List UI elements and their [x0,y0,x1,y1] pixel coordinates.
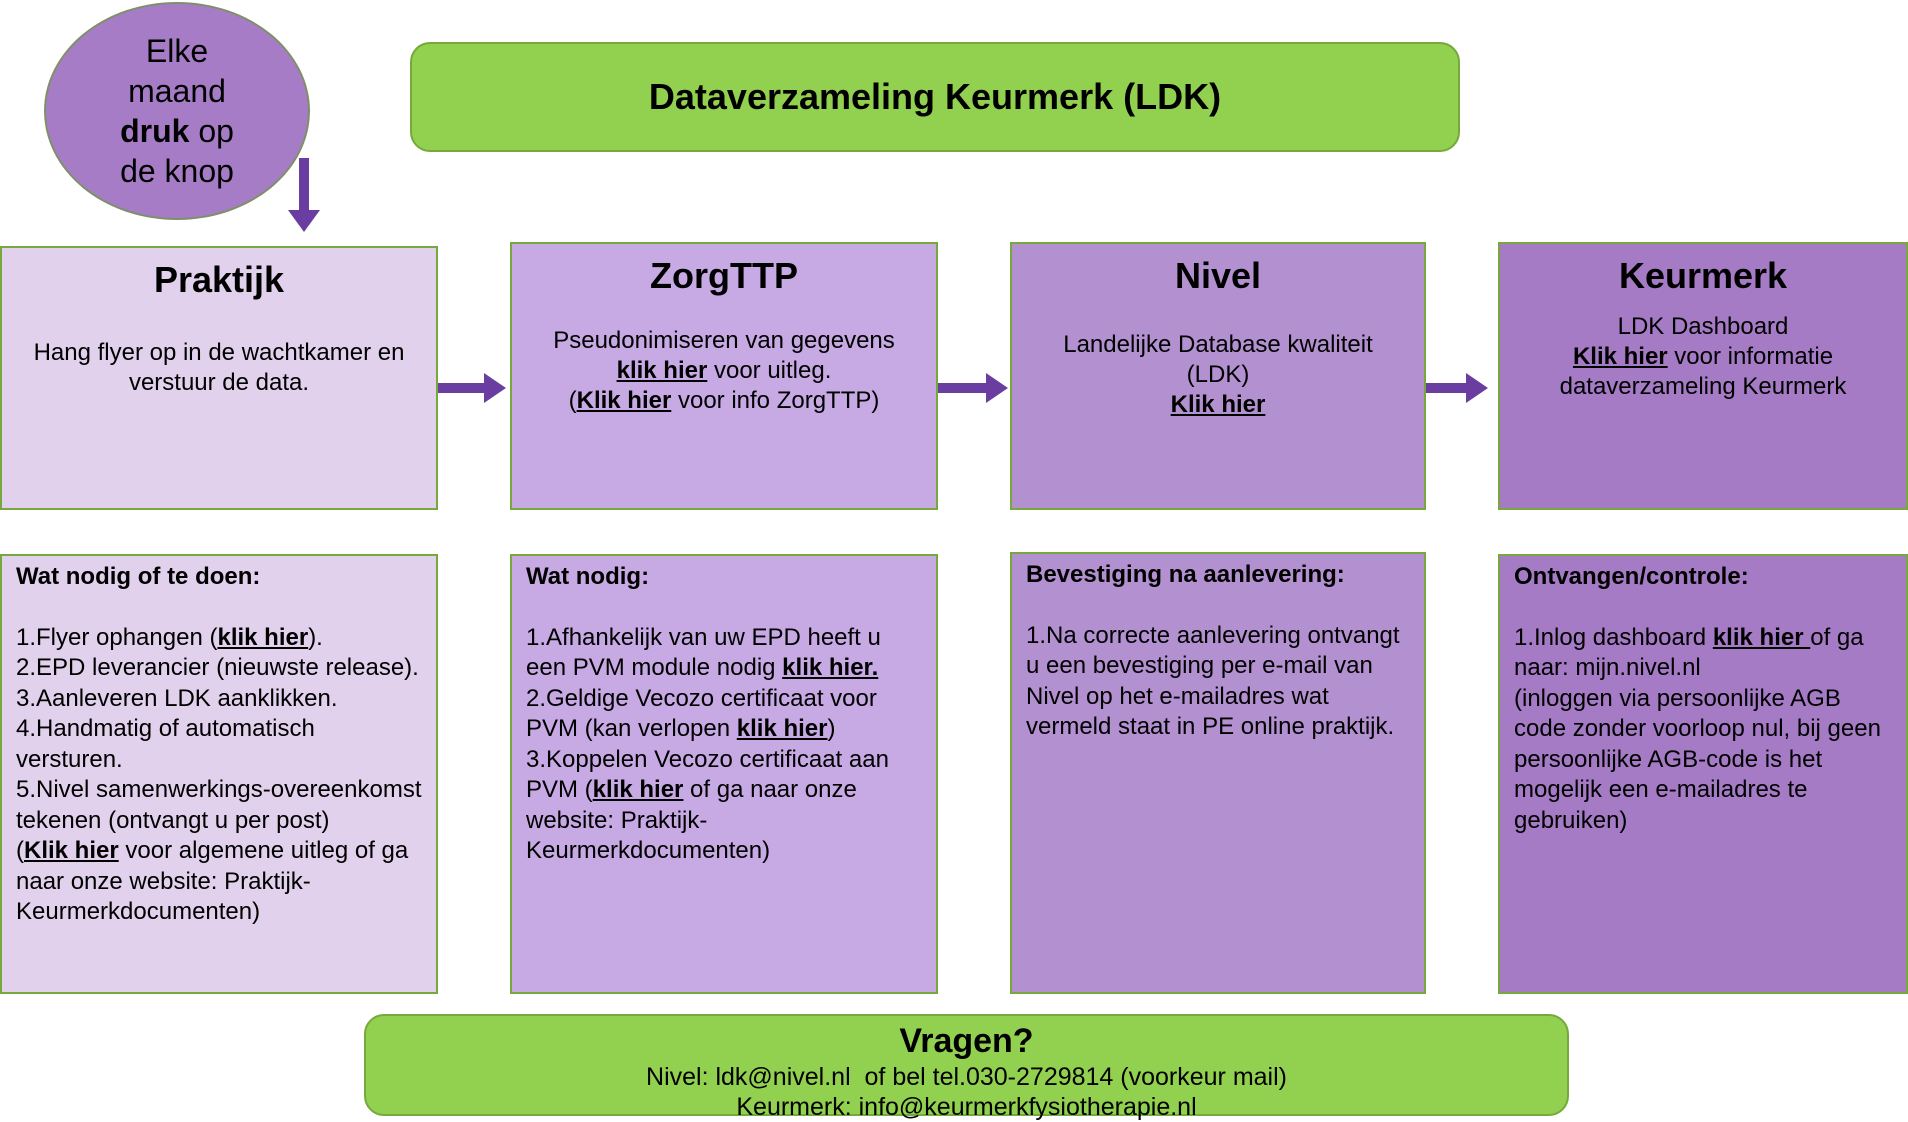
keurmerk-box: Keurmerk LDK Dashboard Klik hier voor in… [1498,242,1908,510]
praktijk-step-1-end: ). [308,623,323,651]
nivel-line-1: Landelijke Database kwaliteit [1063,331,1373,358]
nivel-contact: Nivel: ldk@nivel.nl of bel tel.030-27298… [646,1063,1287,1091]
keurmerk-step-2: (inloggen via persoonlijke AGB code zond… [1514,684,1881,834]
keurmerk-link[interactable]: Klik hier [1572,343,1668,370]
page-title: Dataverzameling Keurmerk (LDK) [648,76,1222,117]
nivel-box: Nivel Landelijke Database kwaliteit (LDK… [1010,242,1426,510]
circle-line-2: maand [128,73,226,109]
praktijk-step-5: 5.Nivel samenwerkings-overeenkomst teken… [16,776,422,834]
zorgttp-heading: ZorgTTP [650,255,798,296]
zorgttp-detail-box: Wat nodig: 1.Afhankelijk van uw EPD heef… [510,554,938,994]
pvm-module-link[interactable]: klik hier. [782,654,879,681]
circle-line-3-rest: op [189,113,234,149]
praktijk-step-3: 3.Aanleveren LDK aanklikken. [16,684,338,712]
nivel-heading: Nivel [1174,255,1262,296]
zorgttp-line-2: klik hier voor uitleg. [524,356,924,386]
questions-heading: Vragen? [899,1022,1034,1060]
keurmerk-step-1: 1.Inlog dashboard klik hier of ga naar: … [1514,623,1892,684]
nivel-link[interactable]: Klik hier [1170,391,1266,418]
monthly-reminder-circle: Elke maand druk op de knop [44,2,310,220]
circle-line-3: druk op [120,111,234,151]
zorgttp-box: ZorgTTP Pseudonimiseren van gegevens kli… [510,242,938,510]
algemene-uitleg-link[interactable]: Klik hier [24,837,119,864]
praktijk-step-6-text: voor algemene uitleg of ga naar onze web… [16,837,409,925]
questions-banner: Vragen? Nivel: ldk@nivel.nl of bel tel.0… [364,1014,1569,1121]
zorgttp-line-1: Pseudonimiseren van gegevens [553,327,895,354]
zorgttp-step-2-text: 2.Geldige Vecozo certificaat voor PVM (k… [526,684,877,743]
praktijk-step-4: 4.Handmatig of automatisch versturen. [16,715,315,773]
praktijk-step-1: 1.Flyer ophangen (klik hier). [16,623,422,654]
praktijk-step-2: 2.EPD leverancier (nieuwste release). [16,654,419,681]
keurmerk-step-1-text: 1.Inlog dashboard [1514,623,1713,651]
praktijk-body: Hang flyer op in de wachtkamer en verstu… [33,339,405,396]
zorgttp-step-3-text: 3.Koppelen Vecozo certificaat aan PVM ( [526,745,889,804]
arrow-right-icon-3 [1426,373,1488,403]
praktijk-heading: Praktijk [153,259,285,300]
flyer-link[interactable]: klik hier [217,623,309,651]
zorgttp-uitleg-text: voor uitleg. [707,357,832,384]
page-title-banner: Dataverzameling Keurmerk (LDK) [410,42,1460,152]
zorgttp-step-1: 1.Afhankelijk van uw EPD heeft u een PVM… [526,623,922,684]
zorgttp-detail-heading: Wat nodig: [526,563,650,590]
praktijk-detail-heading: Wat nodig of te doen: [16,563,261,590]
nivel-line-2: (LDK) [1186,361,1250,388]
praktijk-box: Praktijk Hang flyer op in de wachtkamer … [0,246,438,510]
circle-bold-word: druk [120,113,190,149]
zorgttp-step-1-text: 1.Afhankelijk van uw EPD heeft u een PVM… [526,623,881,682]
zorgttp-line-3: (Klik hier voor info ZorgTTP) [524,386,924,416]
zorgttp-step-2-end: ) [827,715,836,742]
nivel-line-3: Klik hier [1024,390,1412,420]
praktijk-step-1-text: 1.Flyer ophangen ( [16,623,218,651]
vecozo-certificaat-link[interactable]: klik hier [736,715,828,742]
praktijk-detail-box: Wat nodig of te doen: 1.Flyer ophangen (… [0,554,438,994]
vecozo-koppelen-link[interactable]: klik hier [592,776,684,803]
nivel-detail-box: Bevestiging na aanlevering: 1.Na correct… [1010,552,1426,994]
zorgttp-step-3-end: of ga naar onze website: Praktijk-Keurme… [526,776,857,864]
zorgttp-info-link[interactable]: Klik hier [576,387,672,414]
keurmerk-detail-heading: Ontvangen/controle: [1514,563,1749,590]
keurmerk-heading: Keurmerk [1618,255,1788,296]
arrow-right-icon-2 [938,373,1008,403]
zorgttp-open-paren: ( [568,387,577,414]
praktijk-step-6-paren: ( [16,837,24,864]
keurmerk-detail-box: Ontvangen/controle: 1.Inlog dashboard kl… [1498,554,1908,994]
zorgttp-step-2: 2.Geldige Vecozo certificaat voor PVM (k… [526,684,922,745]
zorgttp-step-3: 3.Koppelen Vecozo certificaat aan PVM (k… [526,745,922,867]
keurmerk-link-text: voor informatie dataverzameling Keurmerk [1559,343,1847,400]
zorgttp-info-text: voor info ZorgTTP) [671,387,880,414]
keurmerk-step-1-end: of ga naar: mijn.nivel.nl [1514,623,1864,682]
keurmerk-line-2: Klik hier voor informatie dataverzamelin… [1512,342,1894,402]
praktijk-step-6: (Klik hier voor algemene uitleg of ga na… [16,836,422,928]
zorgttp-uitleg-link[interactable]: klik hier [616,357,708,384]
nivel-detail-heading: Bevestiging na aanlevering: [1026,561,1345,588]
dashboard-link[interactable]: klik hier [1712,623,1811,651]
circle-line-1: Elke [145,33,209,69]
nivel-step-1: 1.Na correcte aanlevering ontvangt u een… [1026,621,1400,741]
keurmerk-contact: Keurmerk: info@keurmerkfysiotherapie.nl [736,1093,1197,1121]
circle-line-4: de knop [120,153,234,189]
arrow-right-icon-1 [438,373,506,403]
keurmerk-line-1: LDK Dashboard [1617,313,1789,340]
down-arrow-icon [288,158,320,232]
